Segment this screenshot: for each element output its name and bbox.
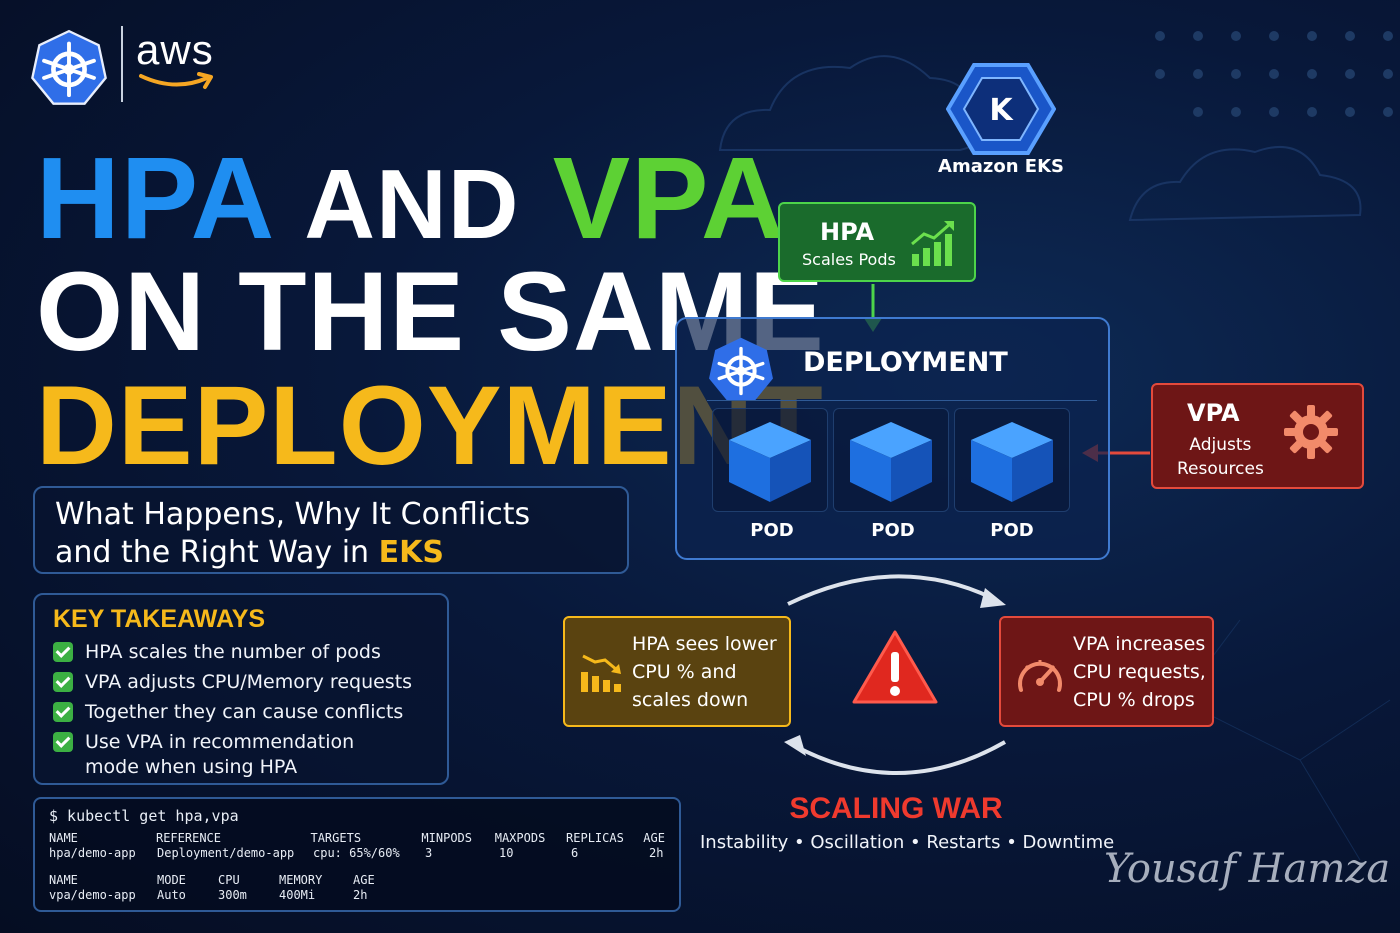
key-takeaways-title: KEY TAKEAWAYS (53, 605, 266, 633)
aws-logo-text: aws (136, 26, 214, 73)
growth-chart-icon (911, 221, 954, 266)
title-and: AND (304, 149, 520, 259)
hpa-header-row: NAME REFERENCE TARGETS MINPODS MAXPODS R… (49, 831, 665, 845)
loop-arrowhead-top-icon (980, 588, 1006, 608)
hpa-loop-text: HPA sees lower CPU % and scales down (632, 633, 777, 711)
terminal-command: $ kubectl get hpa,vpa (49, 807, 239, 825)
deployment-divider (707, 400, 1097, 401)
pod-label: POD (871, 520, 915, 541)
vpa-title: VPA (1187, 399, 1240, 427)
takeaway-item: Use VPA in recommendation mode when usin… (53, 730, 429, 780)
vpa-subtitle: Adjusts Resources (1177, 435, 1264, 479)
checkmark-icon (53, 642, 73, 662)
scaling-war-title: SCALING WAR (789, 792, 1003, 825)
hpa-box: HPA Scales Pods (778, 202, 976, 282)
deployment-label: DEPLOYMENT (803, 347, 1008, 378)
checkmark-icon (53, 672, 73, 692)
terminal-output: $ kubectl get hpa,vpa NAME REFERENCE TAR… (33, 797, 681, 912)
kubernetes-wheel-icon (709, 337, 773, 401)
vpa-box: VPA Adjusts Resources (1151, 383, 1364, 489)
vpa-data-row: vpa/demo-app Auto 300m 400Mi 2h (49, 888, 368, 902)
subtitle-box: What Happens, Why It Conflicts and the R… (33, 486, 629, 574)
hpa-title: HPA (820, 218, 875, 246)
subtitle-line-2-prefix: and the Right Way in (55, 535, 370, 570)
eks-hex-letter: K (989, 93, 1014, 128)
hpa-scales-down-box: HPA sees lower CPU % and scales down (563, 616, 791, 727)
checkmark-icon (53, 732, 73, 752)
author-signature: Yousaf Hamza (1104, 846, 1391, 892)
aws-smile-icon (139, 72, 213, 89)
title-hpa: HPA (36, 133, 271, 263)
hpa-data-row: hpa/demo-app Deployment/demo-app cpu: 65… (49, 846, 664, 860)
amazon-eks-label: Amazon EKS (938, 156, 1064, 177)
logo-divider (121, 26, 123, 102)
checkmark-icon (53, 702, 73, 722)
subtitle-eks-highlight: EKS (378, 535, 444, 570)
title-vpa: VPA (552, 133, 786, 263)
pod-label: POD (990, 520, 1034, 541)
takeaway-item: VPA adjusts CPU/Memory requests (53, 670, 429, 695)
pod-label: POD (750, 520, 794, 541)
subtitle-line-2: and the Right Way in EKS (55, 534, 607, 572)
vpa-header-row: NAME MODE CPU MEMORY AGE (49, 873, 375, 887)
subtitle-line-1: What Happens, Why It Conflicts (55, 497, 531, 532)
pod-cube-icon (729, 422, 811, 502)
vpa-increases-box: VPA increases CPU requests, CPU % drops (999, 616, 1214, 727)
hpa-subtitle: Scales Pods (802, 250, 896, 269)
scaling-war-subtitle: Instability • Oscillation • Restarts • D… (700, 832, 1115, 853)
pod-cube-icon (971, 422, 1053, 502)
loop-arrowhead-bottom-icon (784, 735, 806, 756)
takeaway-item: Together they can cause conflicts (53, 700, 429, 725)
vpa-loop-text: VPA increases CPU requests, CPU % drops (1073, 633, 1206, 711)
pod-cube-icon (850, 422, 932, 502)
warning-icon (852, 630, 938, 704)
gear-icon (1284, 405, 1338, 459)
amazon-eks-icon: K (946, 63, 1056, 155)
declining-chart-icon (581, 654, 621, 692)
kubernetes-logo-icon (31, 29, 107, 105)
loop-arrows-icon (787, 574, 1006, 775)
speedometer-icon (1018, 660, 1062, 692)
key-takeaways-panel: KEY TAKEAWAYS HPA scales the number of p… (33, 593, 449, 785)
title-line-1: HPA AND VPA (36, 140, 786, 256)
takeaway-item: HPA scales the number of pods (53, 640, 429, 665)
dot-grid-icon (1155, 31, 1393, 117)
